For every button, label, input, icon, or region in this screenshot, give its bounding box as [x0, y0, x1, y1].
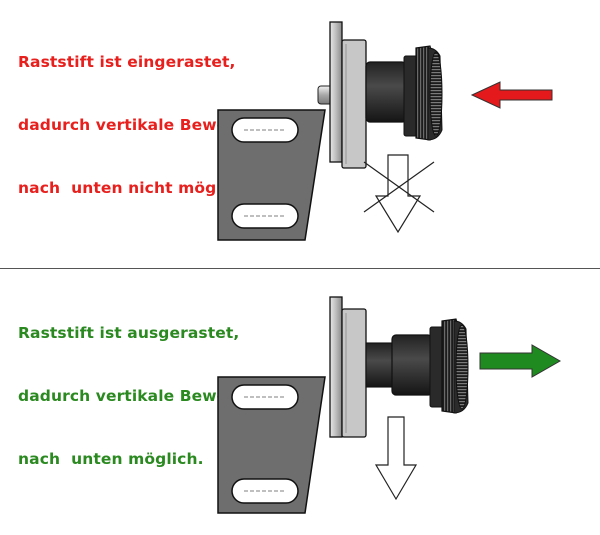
panel-divider: [0, 268, 600, 269]
down-arrow-icon: [374, 416, 418, 501]
blocked-down-arrow-icon: [363, 154, 435, 234]
mounting-plate: [329, 296, 367, 438]
panel-locked: Raststift ist eingerastet, dadurch verti…: [18, 21, 553, 241]
panel-unlocked: Raststift ist ausgerastet, dadurch verti…: [0, 269, 600, 535]
caption-line: nach unten möglich.: [18, 450, 204, 468]
caption-line: Raststift ist ausgerastet,: [18, 324, 240, 342]
index-plunger-knob: [365, 45, 443, 141]
push-arrow-icon: [470, 81, 553, 109]
drawing-locked: [217, 21, 553, 241]
mounting-plate: [329, 21, 367, 169]
caption-line: Raststift ist eingerastet,: [18, 53, 236, 71]
index-plunger-knob: [391, 318, 469, 414]
bracket: [217, 109, 326, 241]
pull-arrow-icon: [479, 344, 562, 378]
drawing-unlocked: [217, 296, 562, 514]
lock-pin-retracted: [365, 342, 395, 388]
bracket: [217, 376, 326, 514]
